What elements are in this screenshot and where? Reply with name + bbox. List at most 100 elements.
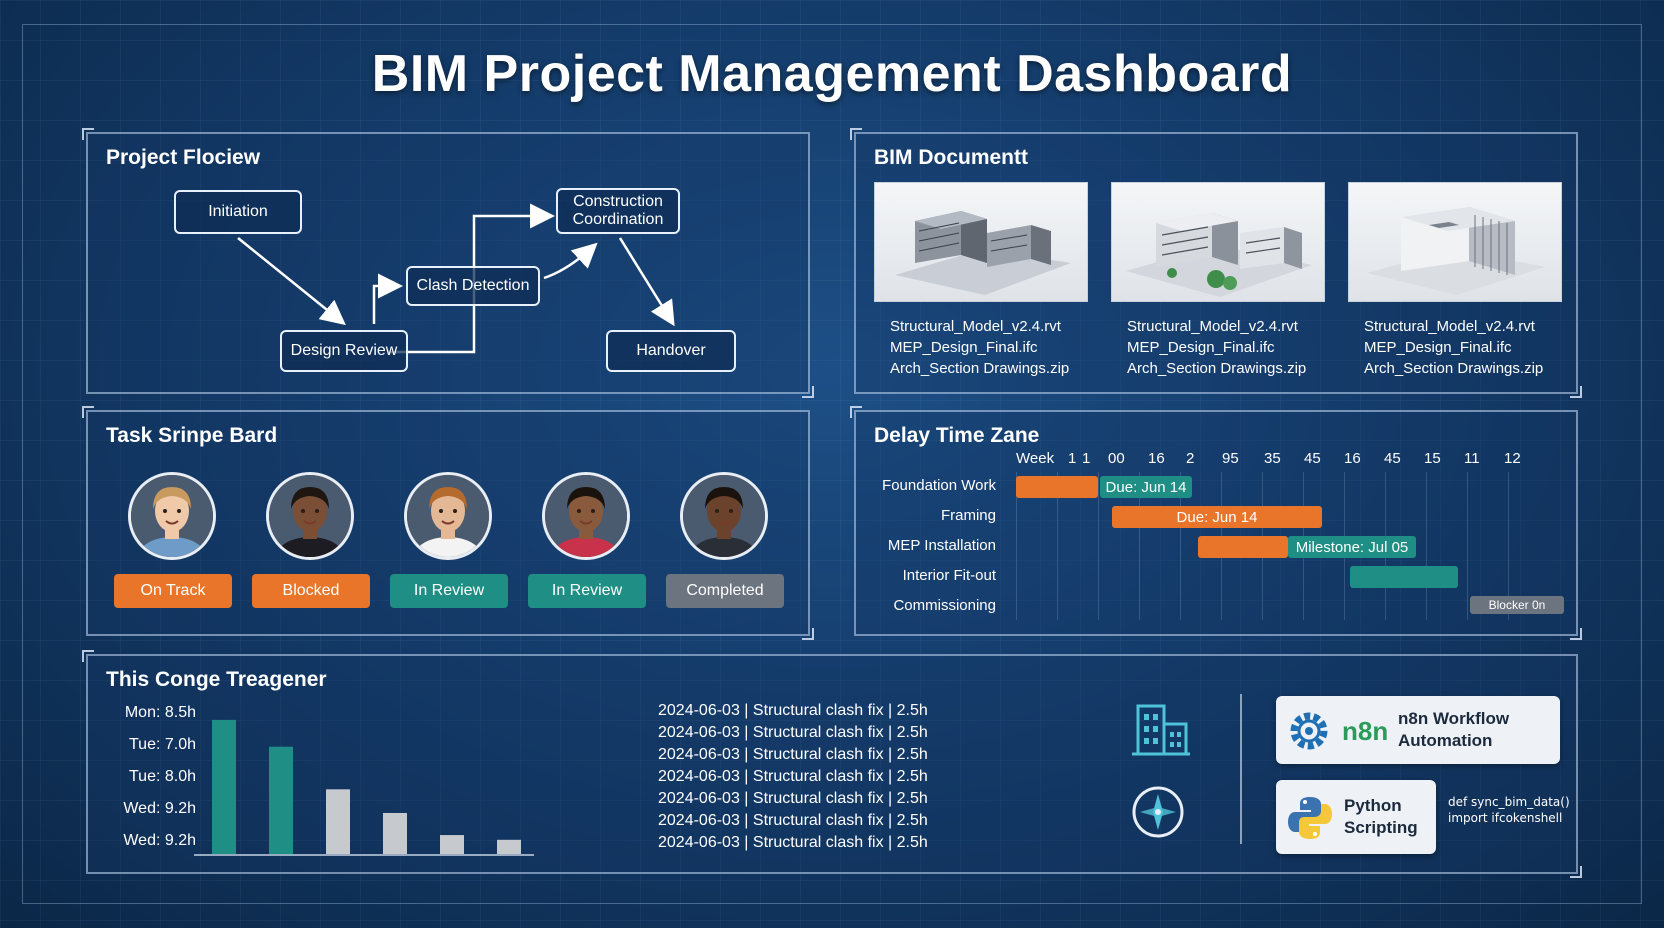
time-day-label: Tue: 8.0h (128, 768, 196, 785)
outer-frame (22, 24, 1642, 904)
gantt-bar-mep-milestone[interactable]: Milestone: Jul 05 (1288, 536, 1416, 558)
status-badge[interactable]: Blocked (252, 574, 370, 608)
gantt-week-header: 2 (1186, 450, 1195, 467)
gantt-week-header: 1 (1082, 450, 1091, 467)
time-bar[interactable] (383, 812, 407, 854)
time-bar[interactable] (269, 746, 293, 854)
gantt-row-label: Foundation Work (882, 477, 996, 494)
team-member-avatar[interactable] (542, 472, 630, 560)
team-member-avatar[interactable] (680, 472, 768, 560)
time-day-label: Mon: 8.5h (124, 704, 196, 721)
time-log-entry[interactable]: 2024-06-03 | Structural clash fix | 2.5h (658, 812, 928, 829)
node-handover-label: Handover (636, 341, 706, 359)
project-flow-panel: Project Flociew Initiation Design Review… (82, 128, 814, 398)
bim-documents-title: BIM Documentt (874, 146, 1028, 169)
gantt-row-label: Interior Fit-out (902, 567, 996, 584)
gantt-bar-foundation[interactable] (1016, 476, 1098, 498)
n8n-title-line1: n8n Workflow (1398, 709, 1510, 728)
time-day-label: Tue: 7.0h (128, 736, 196, 753)
file-link[interactable]: MEP_Design_Final.ifc (1127, 339, 1275, 356)
time-log-entry[interactable]: 2024-06-03 | Structural clash fix | 2.5h (658, 724, 928, 741)
file-link[interactable]: Arch_Section Drawings.zip (1364, 360, 1544, 377)
time-bar[interactable] (497, 839, 521, 854)
file-link[interactable]: MEP_Design_Final.ifc (890, 339, 1038, 356)
node-design-review[interactable]: Design Review (280, 330, 408, 372)
gantt-row-label: MEP Installation (887, 537, 996, 554)
node-construction-coordination[interactable]: Construction Coordination (556, 188, 680, 234)
node-design-review-label: Design Review (290, 341, 398, 359)
arrow-initiation-design (237, 237, 346, 326)
page-title: BIM Project Management Dashboard (371, 45, 1293, 103)
code-snippet: def sync_bim_data() import ifcokenshell (1448, 794, 1570, 826)
node-clash-detection[interactable]: Clash Detection (406, 266, 540, 306)
arrow-design-clash (372, 273, 403, 324)
time-tracker-title: This Conge Treagener (106, 668, 327, 691)
time-bar-chart (194, 719, 534, 856)
node-handover[interactable]: Handover (606, 330, 736, 372)
team-member-avatar[interactable] (266, 472, 354, 560)
status-badge[interactable]: Completed (666, 574, 784, 608)
gantt-bar-framing[interactable]: Due: Jun 14 (1112, 506, 1322, 528)
person-icon (683, 475, 765, 557)
status-badge[interactable]: On Track (114, 574, 232, 608)
file-link[interactable]: Arch_Section Drawings.zip (890, 360, 1070, 377)
time-bar[interactable] (326, 789, 350, 854)
file-link[interactable]: MEP_Design_Final.ifc (1364, 339, 1512, 356)
status-badge[interactable]: In Review (528, 574, 646, 608)
team-member-avatar[interactable] (404, 472, 492, 560)
python-logo-icon (1288, 797, 1332, 839)
person-icon (407, 475, 489, 557)
gantt-header-label: Week (1016, 450, 1055, 467)
gantt-grid-line (1057, 472, 1058, 620)
file-link[interactable]: Structural_Model_v2.4.rvt (1127, 318, 1298, 335)
compass-icon (1132, 786, 1184, 838)
building-model-icon (1126, 213, 1312, 297)
document-files-2: Structural_Model_v2.4.rvt MEP_Design_Fin… (1127, 316, 1341, 379)
n8n-automation-card[interactable]: n8n n8n Workflow Automation (1276, 696, 1560, 764)
n8n-logo-text: n8n (1342, 716, 1389, 746)
code-line-2: import ifcokenshell (1448, 811, 1563, 825)
time-log-entry[interactable]: 2024-06-03 | Structural clash fix | 2.5h (658, 702, 928, 719)
gantt-week-header: 1 (1068, 450, 1077, 467)
gantt-bar-foundation-due[interactable]: Due: Jun 14 (1100, 476, 1192, 498)
time-log-entry[interactable]: 2024-06-03 | Structural clash fix | 2.5h (658, 790, 928, 807)
document-thumbnail-2[interactable] (1111, 182, 1325, 302)
gantt-bar-commissioning[interactable]: Blocker 0n (1470, 596, 1564, 614)
person-icon (131, 475, 213, 557)
document-thumbnail-1[interactable] (874, 182, 1088, 302)
document-thumbnail-3[interactable] (1348, 182, 1562, 302)
python-scripting-card[interactable]: Python Scripting (1276, 780, 1436, 854)
project-flow-title: Project Flociew (106, 146, 261, 169)
arrow-clash-construction (543, 242, 598, 280)
time-bar[interactable] (440, 835, 464, 854)
node-initiation[interactable]: Initiation (174, 190, 302, 234)
gantt-week-header: 35 (1264, 450, 1281, 467)
gantt-week-header: 12 (1504, 450, 1521, 467)
python-title-line2: Scripting (1344, 818, 1418, 837)
gantt-week-header: 16 (1148, 450, 1165, 467)
time-log-entry[interactable]: 2024-06-03 | Structural clash fix | 2.5h (658, 834, 928, 851)
gantt-grid-line (1467, 472, 1468, 620)
team-member-avatar[interactable] (128, 472, 216, 560)
node-initiation-label: Initiation (208, 202, 268, 220)
file-link[interactable]: Structural_Model_v2.4.rvt (1364, 318, 1535, 335)
time-log-entry[interactable]: 2024-06-03 | Structural clash fix | 2.5h (658, 746, 928, 763)
document-files-1: Structural_Model_v2.4.rvt MEP_Design_Fin… (890, 316, 1104, 379)
time-log-entry[interactable]: 2024-06-03 | Structural clash fix | 2.5h (658, 768, 928, 785)
time-bar[interactable] (212, 719, 236, 854)
status-badge[interactable]: In Review (390, 574, 508, 608)
gantt-week-header: 00 (1108, 450, 1125, 467)
file-link[interactable]: Arch_Section Drawings.zip (1127, 360, 1307, 377)
person-icon (545, 475, 627, 557)
node-construction-label-1: Construction (573, 192, 663, 210)
gantt-bar-mep[interactable] (1198, 536, 1288, 558)
vertical-divider (1240, 694, 1242, 844)
document-files-3: Structural_Model_v2.4.rvt MEP_Design_Fin… (1364, 316, 1578, 379)
file-link[interactable]: Structural_Model_v2.4.rvt (890, 318, 1061, 335)
gantt-bar-interior[interactable] (1350, 566, 1458, 588)
gantt-week-header: 45 (1304, 450, 1321, 467)
gantt-week-header: 15 (1424, 450, 1441, 467)
python-title-line1: Python (1344, 796, 1402, 815)
